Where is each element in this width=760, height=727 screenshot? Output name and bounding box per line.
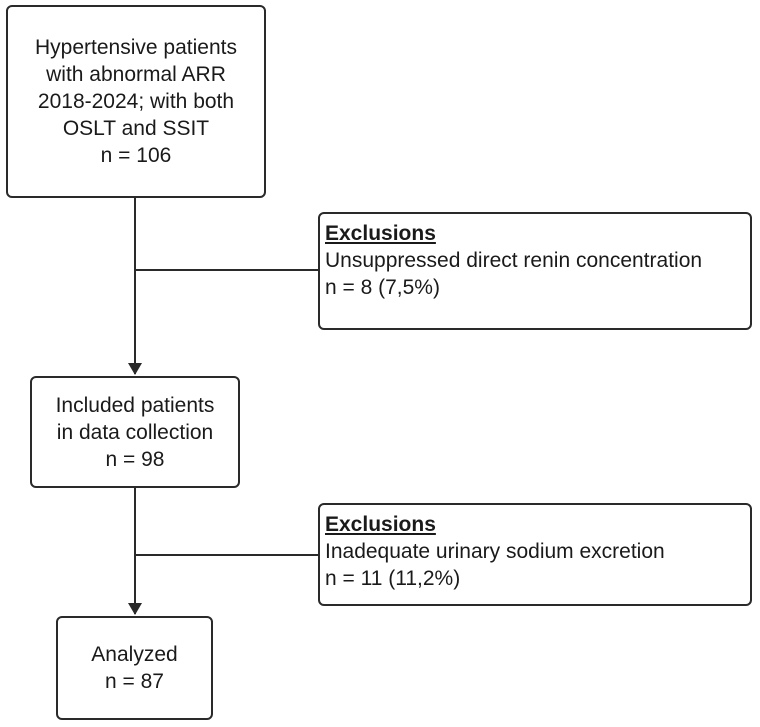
- included-count: n = 98: [105, 447, 165, 471]
- start-line-4: OSLT and SSIT: [62, 117, 210, 140]
- exclusion1-title: Exclusions: [325, 222, 436, 245]
- exclusion1-count: n = 8 (7,5%): [325, 276, 440, 299]
- start-line-3: 2018-2024; with both: [37, 90, 235, 113]
- included-box: Included patients in data collection n =…: [30, 376, 240, 488]
- analyzed-count: n = 87: [105, 670, 164, 693]
- start-line-1: Hypertensive patients: [35, 36, 237, 59]
- start-count: n = 106: [100, 144, 172, 167]
- exclusion2-reason: Inadequate urinary sodium excretion: [325, 540, 665, 563]
- analyzed-label: Analyzed: [91, 643, 178, 666]
- exclusion2-box: Exclusions Inadequate urinary sodium exc…: [318, 503, 752, 606]
- analyzed-box: Analyzed n = 87: [56, 616, 213, 720]
- exclusion2-title: Exclusions: [325, 513, 436, 536]
- exclusion2-count: n = 11 (11,2%): [325, 567, 461, 590]
- included-line-1: Included patients: [55, 393, 215, 417]
- included-line-2: in data collection: [56, 420, 214, 444]
- exclusion1-reason: Unsuppressed direct renin concentration: [325, 249, 703, 272]
- exclusion1-box: Exclusions Unsuppressed direct renin con…: [318, 212, 752, 330]
- start-box: Hypertensive patients with abnormal ARR …: [6, 5, 266, 198]
- start-line-2: with abnormal ARR: [46, 63, 226, 86]
